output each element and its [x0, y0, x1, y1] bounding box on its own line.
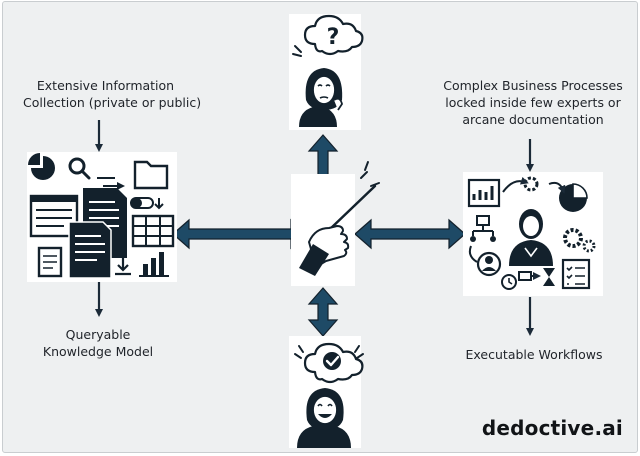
- business-processes-label: Complex Business Processes locked inside…: [433, 77, 633, 128]
- brand-logo-text: dedoctive.ai: [481, 416, 623, 440]
- diagram-graphics: ?: [27, 14, 603, 448]
- executable-workflows-label: Executable Workflows: [465, 347, 603, 362]
- documents-and-data-icon: [27, 152, 177, 282]
- info-collection-line-2: Collection (private or public): [23, 95, 202, 110]
- double-arrow-right: [354, 218, 466, 250]
- processes-line-3: arcane documentation: [462, 112, 604, 127]
- knowledge-model-line-1: Queryable: [65, 327, 131, 342]
- processes-line-2: locked inside few experts or: [445, 95, 621, 110]
- info-collection-label: Extensive Information Collection (privat…: [23, 77, 202, 111]
- double-arrow-left: [172, 218, 308, 250]
- svg-text:?: ?: [327, 25, 340, 50]
- double-arrow-bottom: [307, 287, 339, 337]
- confused-person-question-cloud-icon: ?: [289, 14, 364, 130]
- knowledge-model-label: Queryable Knowledge Model: [23, 326, 173, 360]
- processes-line-1: Complex Business Processes: [443, 78, 623, 93]
- happy-person-check-cloud-icon: [289, 336, 364, 448]
- knowledge-model-line-2: Knowledge Model: [42, 344, 154, 359]
- business-process-expert-icon: [463, 172, 603, 296]
- info-collection-line-1: Extensive Information: [36, 78, 175, 93]
- conductor-hand-baton-icon: [291, 161, 380, 286]
